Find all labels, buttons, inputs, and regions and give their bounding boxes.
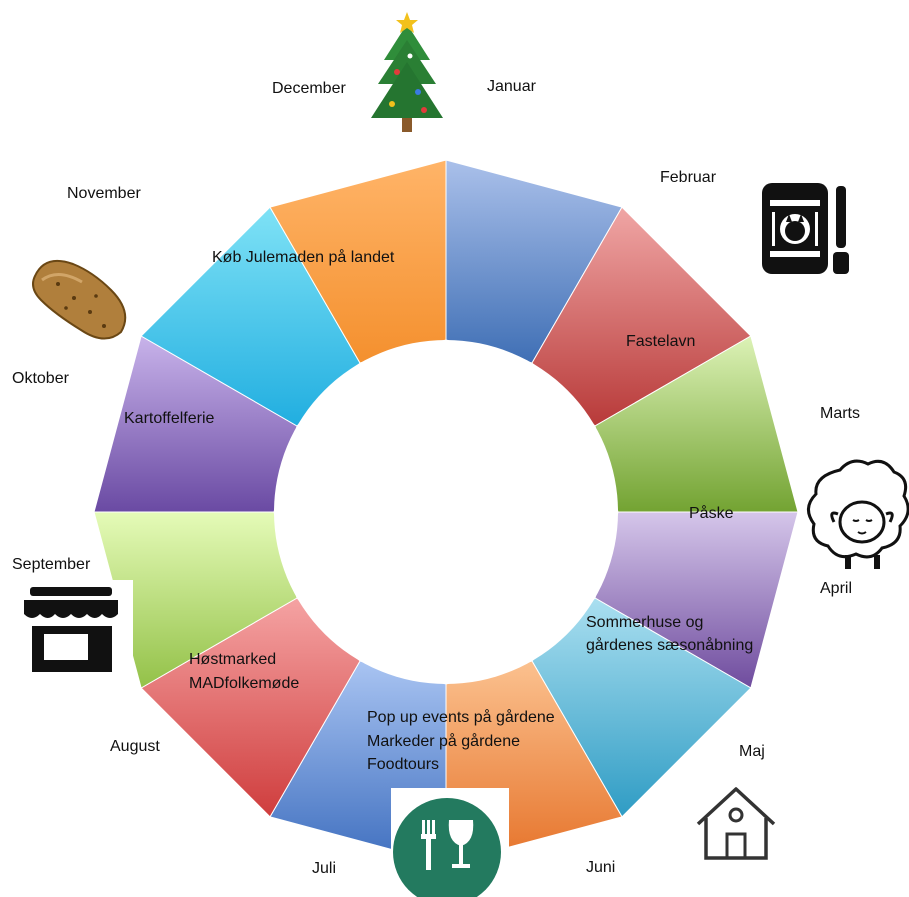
event-fastelavn: Fastelavn (626, 333, 695, 350)
event-hoestmarked-line1: Høstmarked (189, 651, 276, 668)
month-label-oktober: Oktober (12, 370, 70, 387)
event-popup-line3: Foodtours (367, 756, 439, 773)
market-stall-icon (10, 580, 133, 678)
event-sommerhuse-line2: gårdenes sæsonåbning (586, 636, 753, 654)
barrel-cat-icon (762, 183, 849, 274)
event-paaske: Påske (689, 504, 734, 522)
month-label-juli: Juli (312, 860, 336, 877)
event-kartoffelferie: Kartoffelferie (124, 410, 215, 427)
month-label-november: November (67, 185, 141, 202)
event-popup-line1: Pop up events på gårdene (367, 708, 555, 726)
month-label-januar: Januar (487, 78, 537, 95)
house-icon (672, 770, 776, 860)
month-label-april: April (820, 580, 852, 597)
month-label-februar: Februar (660, 169, 717, 186)
month-label-marts: Marts (820, 405, 860, 422)
dining-icon (391, 788, 509, 897)
month-label-august: August (110, 738, 160, 755)
event-popup-line2: Markeder på gårdene (367, 732, 520, 750)
event-hoestmarked-line2: MADfolkemøde (189, 675, 299, 692)
event-sommerhuse-line1: Sommerhuse og (586, 614, 703, 631)
wheel-center (274, 340, 618, 684)
month-label-maj: Maj (739, 743, 765, 760)
month-label-juni: Juni (586, 859, 615, 876)
christmas-tree-icon (371, 12, 443, 132)
month-label-december: December (272, 80, 346, 97)
month-label-september: September (12, 556, 91, 573)
event-julemad: Køb Julemaden på landet (212, 248, 395, 266)
sheep-icon (807, 459, 909, 569)
potato-icon (32, 260, 127, 340)
